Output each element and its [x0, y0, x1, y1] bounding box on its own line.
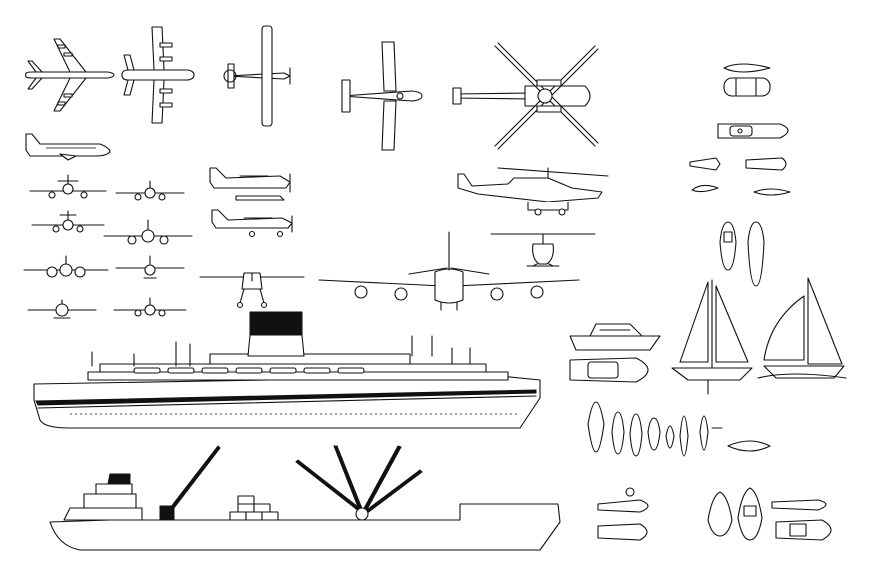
sailboat-side-view	[671, 279, 753, 395]
cargo-ship-side-view	[49, 445, 561, 551]
biplane-top-view	[223, 25, 291, 127]
attack-helicopter-side-view	[457, 167, 609, 216]
lifeboats-row	[133, 367, 365, 374]
jumbo-jet-front-view	[318, 231, 580, 311]
small-jets-front-view	[23, 174, 193, 319]
airliner-side-view	[25, 133, 111, 161]
motor-yacht-side-view	[569, 323, 661, 351]
powerboats-top-view	[707, 487, 832, 541]
rowboats-top-view	[723, 63, 771, 97]
prop-plane-front-view	[199, 272, 305, 309]
helicopter-front-view	[490, 233, 596, 267]
dinghies-top-view	[587, 401, 771, 457]
ocean-liner-side-view	[33, 311, 541, 429]
helicopter-top-view	[452, 42, 599, 150]
cessna-top-view	[341, 41, 423, 151]
motor-yacht-top-view	[569, 357, 649, 383]
transport-plane-top-view	[121, 26, 195, 124]
cessna-side-views	[209, 167, 293, 238]
spinnaker-sailboat-side-view	[757, 277, 847, 379]
jetski-top-view	[597, 487, 649, 541]
speedboat-top-view	[717, 123, 789, 139]
small-boats-top-view	[689, 157, 791, 196]
airliner-top-view	[25, 38, 115, 112]
canoes-top-view	[719, 221, 765, 287]
cargo-crates	[229, 495, 279, 521]
crane-booms	[295, 445, 423, 521]
